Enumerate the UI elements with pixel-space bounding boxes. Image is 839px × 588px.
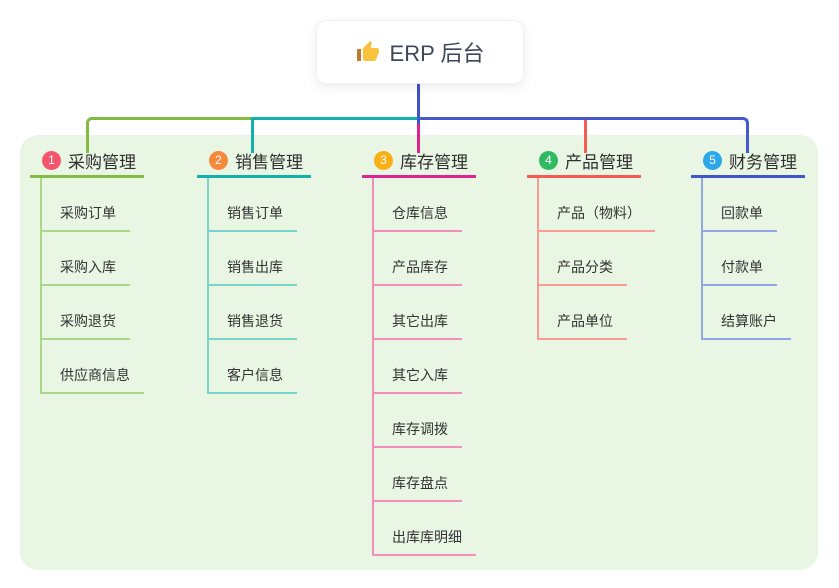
connector-finance-segment (417, 117, 749, 153)
child-node[interactable]: 销售出库 (209, 232, 297, 286)
child-label: 销售出库 (227, 259, 283, 275)
child-node[interactable]: 其它入库 (374, 340, 462, 394)
connector-product-drop (584, 120, 587, 153)
branch-column-3: 3 库存管理 仓库信息 产品库存 其它出库 其它入库 库存调拨 库存盘点 出库库… (362, 146, 476, 556)
branch-number-badge: 4 (539, 151, 558, 170)
branch-number-badge: 3 (374, 151, 393, 170)
child-label: 采购入库 (60, 259, 116, 275)
branch-title: 财务管理 (729, 153, 797, 172)
child-node[interactable]: 结算账户 (703, 286, 791, 340)
child-label: 产品分类 (557, 259, 613, 275)
child-node[interactable]: 产品分类 (539, 232, 627, 286)
child-label: 供应商信息 (60, 367, 130, 383)
child-node[interactable]: 产品（物料） (539, 178, 655, 232)
branch-column-4: 4 产品管理 产品（物料） 产品分类 产品单位 (527, 146, 655, 340)
child-label: 采购订单 (60, 205, 116, 221)
child-node[interactable]: 出库库明细 (374, 502, 476, 556)
thumbs-up-icon (356, 40, 380, 64)
child-node[interactable]: 付款单 (703, 232, 777, 286)
child-node[interactable]: 采购订单 (42, 178, 130, 232)
child-node[interactable]: 其它出库 (374, 286, 462, 340)
branch-number-badge: 2 (209, 151, 228, 170)
child-node[interactable]: 采购入库 (42, 232, 130, 286)
branch-heading[interactable]: 4 产品管理 (527, 146, 641, 178)
child-label: 销售订单 (227, 205, 283, 221)
child-label: 产品单位 (557, 313, 613, 329)
branch-heading[interactable]: 2 销售管理 (197, 146, 311, 178)
branch-heading[interactable]: 3 库存管理 (362, 146, 476, 178)
child-node[interactable]: 客户信息 (209, 340, 297, 394)
child-node[interactable]: 库存盘点 (374, 448, 462, 502)
branch-title: 产品管理 (565, 153, 633, 172)
connector-root-line (417, 82, 420, 128)
branch-heading[interactable]: 5 财务管理 (691, 146, 805, 178)
child-label: 结算账户 (721, 313, 777, 329)
child-label: 其它入库 (392, 367, 448, 383)
branch-column-2: 2 销售管理 销售订单 销售出库 销售退货 客户信息 (197, 146, 311, 394)
root-label: ERP 后台 (389, 41, 485, 66)
child-label: 其它出库 (392, 313, 448, 329)
child-label: 仓库信息 (392, 205, 448, 221)
child-label: 回款单 (721, 205, 763, 221)
child-node[interactable]: 库存调拨 (374, 394, 462, 448)
branch-children: 仓库信息 产品库存 其它出库 其它入库 库存调拨 库存盘点 出库库明细 (372, 178, 476, 556)
connector-sales-segment (251, 117, 420, 153)
branch-number-badge: 5 (703, 151, 722, 170)
connector-inventory-drop (417, 124, 420, 153)
child-label: 客户信息 (227, 367, 283, 383)
branches-panel (20, 135, 818, 570)
branch-children: 产品（物料） 产品分类 产品单位 (537, 178, 655, 340)
child-label: 产品（物料） (557, 205, 641, 221)
child-node[interactable]: 供应商信息 (42, 340, 144, 394)
child-label: 产品库存 (392, 259, 448, 275)
child-label: 出库库明细 (392, 529, 462, 545)
branch-heading[interactable]: 1 采购管理 (30, 146, 144, 178)
branch-children: 采购订单 采购入库 采购退货 供应商信息 (40, 178, 144, 394)
child-node[interactable]: 产品库存 (374, 232, 462, 286)
branch-number-badge: 1 (42, 151, 61, 170)
child-label: 付款单 (721, 259, 763, 275)
branch-title: 采购管理 (68, 153, 136, 172)
child-node[interactable]: 回款单 (703, 178, 777, 232)
connector-purchase-segment (86, 117, 253, 153)
child-node[interactable]: 销售退货 (209, 286, 297, 340)
child-label: 销售退货 (227, 313, 283, 329)
child-node[interactable]: 产品单位 (539, 286, 627, 340)
child-label: 库存盘点 (392, 475, 448, 491)
child-node[interactable]: 销售订单 (209, 178, 297, 232)
branch-title: 销售管理 (235, 153, 303, 172)
child-label: 库存调拨 (392, 421, 448, 437)
branch-column-1: 1 采购管理 采购订单 采购入库 采购退货 供应商信息 (30, 146, 144, 394)
branch-column-5: 5 财务管理 回款单 付款单 结算账户 (691, 146, 805, 340)
child-label: 采购退货 (60, 313, 116, 329)
branch-title: 库存管理 (400, 153, 468, 172)
child-node[interactable]: 采购退货 (42, 286, 130, 340)
branch-children: 回款单 付款单 结算账户 (701, 178, 791, 340)
branch-children: 销售订单 销售出库 销售退货 客户信息 (207, 178, 297, 394)
root-node[interactable]: ERP 后台 (316, 20, 524, 84)
child-node[interactable]: 仓库信息 (374, 178, 462, 232)
